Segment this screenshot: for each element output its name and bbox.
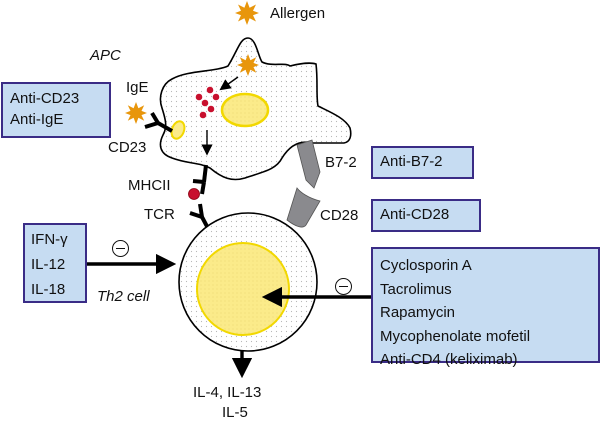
tcr-label: TCR xyxy=(144,206,175,223)
presented-peptide xyxy=(188,188,200,200)
anti-cd28-box: Anti-CD28 xyxy=(371,199,481,232)
box-line: Mycophenolate mofetil xyxy=(380,327,531,345)
immunosuppressant-box: Cyclosporin A Tacrolimus Rapamycin Mycop… xyxy=(371,247,600,368)
box-line: Tacrolimus xyxy=(380,280,452,298)
ige-label: IgE xyxy=(126,79,149,96)
b72-label: B7-2 xyxy=(325,154,357,171)
box-line: Cyclosporin A xyxy=(380,257,472,274)
cd23-receptor xyxy=(170,120,186,140)
box-line: Rapamycin xyxy=(380,304,456,321)
apc-label: APC xyxy=(90,47,121,64)
apc-nucleus xyxy=(220,92,270,128)
minus-circle-icon xyxy=(335,278,352,295)
star-burst-icon xyxy=(235,1,259,25)
box-line: IFN-γ xyxy=(31,231,68,248)
th2-cell-label: Th2 cell xyxy=(97,288,150,305)
box-line: Anti-B7-2 xyxy=(380,153,443,170)
uptake-arrow xyxy=(219,76,239,91)
cytokine-box: IFN-γ IL-12 IL-18 xyxy=(23,223,87,303)
b72-molecule xyxy=(296,139,321,189)
mhcii-molecule xyxy=(192,164,208,195)
box-line: Anti-IgE xyxy=(10,111,64,128)
th2-nucleus xyxy=(196,242,290,336)
allergen-label: Allergen xyxy=(270,5,326,22)
box-line: Anti-CD4 (keliximab) xyxy=(380,351,518,368)
box-line: Anti-CD23 xyxy=(10,90,80,107)
anti-cd23-ige-box: Anti-CD23 Anti-IgE xyxy=(1,82,111,138)
ige-antibody xyxy=(144,111,173,133)
cd28-label: CD28 xyxy=(320,207,359,224)
output-cytokines-line2: IL-5 xyxy=(222,404,248,421)
peptide-fragments xyxy=(195,86,220,119)
box-line: Anti-CD28 xyxy=(380,206,450,223)
box-line: IL-18 xyxy=(31,281,66,298)
cd28-molecule xyxy=(286,187,321,228)
cd23-label: CD23 xyxy=(108,139,147,156)
allergen-legend-icon xyxy=(235,1,259,25)
output-cytokines-line1: IL-4, IL-13 xyxy=(193,384,262,401)
internalized-allergen-icon xyxy=(237,54,259,76)
mhcii-label: MHCII xyxy=(128,177,171,194)
anti-b72-box: Anti-B7-2 xyxy=(371,146,474,179)
box-line: IL-12 xyxy=(31,256,66,273)
bound-allergen-icon xyxy=(125,102,147,124)
minus-circle-icon xyxy=(112,240,129,257)
